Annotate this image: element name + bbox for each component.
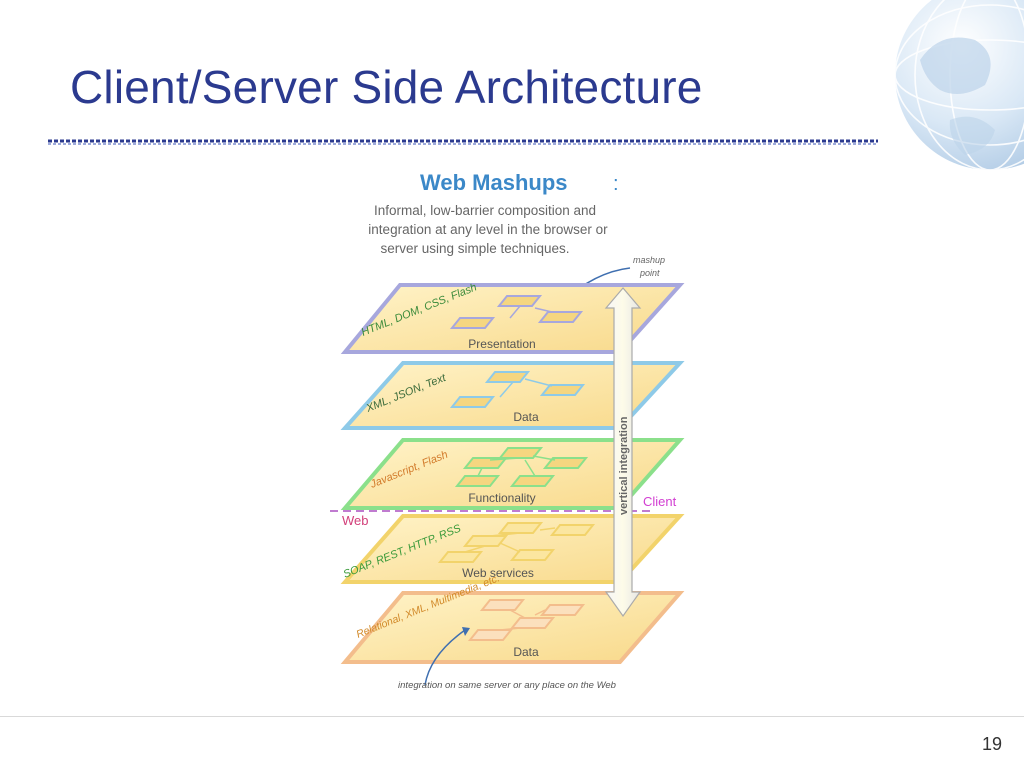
page-number: 19	[981, 734, 1002, 754]
integration-arrow	[424, 629, 466, 686]
web-label: Web	[342, 513, 369, 528]
client-label: Client	[643, 494, 677, 509]
description-line-1: Informal, low-barrier composition and	[374, 203, 596, 218]
layer-web-services-label: Web services	[462, 566, 534, 580]
layer-storage-data-label: Data	[513, 645, 539, 659]
layer-web-services: Web services SOAP, REST, HTTP, RSS	[340, 514, 685, 584]
description-line-3: server using simple techniques.	[380, 241, 569, 256]
mashup-point-line-2: point	[639, 268, 660, 278]
layer-presentation-label: Presentation	[468, 337, 535, 351]
integration-arrowhead	[462, 627, 470, 636]
footer-divider	[0, 716, 1024, 717]
diagram-heading-colon: :	[613, 173, 619, 195]
layer-data-label: Data	[513, 410, 539, 424]
web-mashups-diagram: Web Mashups : Informal, low-barrier comp…	[330, 170, 685, 691]
bottom-caption: integration on same server or any place …	[398, 680, 616, 691]
description-line-2: integration at any level in the browser …	[368, 222, 608, 237]
title-divider	[48, 139, 878, 145]
vertical-integration-label: vertical integration	[618, 416, 630, 515]
slide-title: Client/Server Side Architecture	[70, 61, 703, 113]
layer-functionality-label: Functionality	[468, 491, 535, 505]
diagram-heading: Web Mashups	[420, 170, 568, 195]
vertical-integration-arrow: vertical integration	[604, 287, 642, 618]
mashup-point-line-1: mashup	[633, 255, 665, 265]
globe-icon	[894, 0, 1024, 171]
